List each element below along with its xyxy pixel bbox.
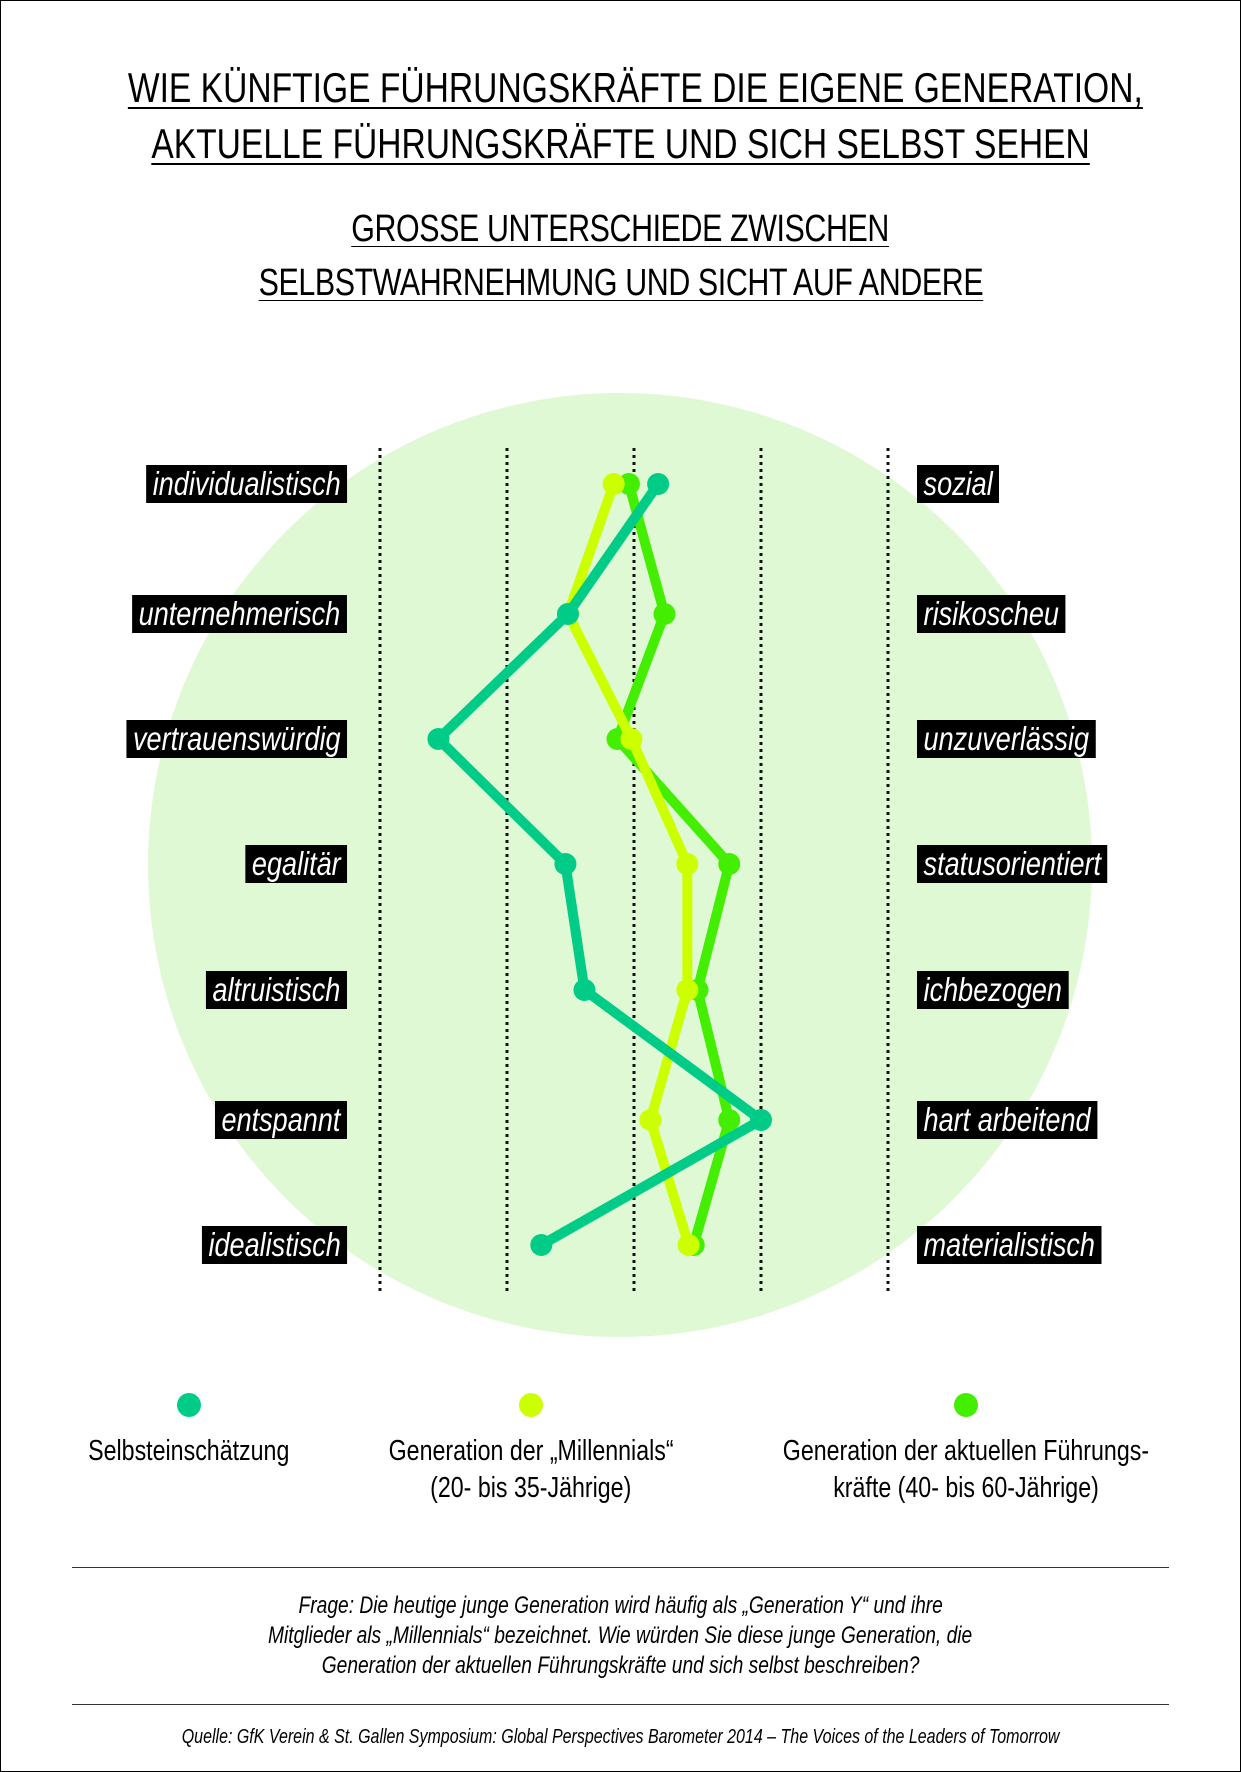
subtitle: GROSSE UNTERSCHIEDE ZWISCHEN	[1, 209, 1240, 249]
left-axis-label: vertrauenswürdig	[126, 720, 347, 758]
legend-item-fuehrung: Generation der aktuellen Führungs- kräft…	[736, 1393, 1196, 1507]
data-point	[602, 473, 625, 495]
data-point	[750, 1109, 772, 1131]
legend-dot	[519, 1393, 543, 1417]
right-axis-label: sozial	[917, 465, 1000, 503]
legend-label-2: kräfte (40- bis 60-Jährige)	[833, 1472, 1099, 1504]
source-text: Quelle: GfK Verein & St. Gallen Symposiu…	[1, 1725, 1240, 1749]
left-axis-label: entspannt	[215, 1101, 347, 1139]
title-row-2: AKTUELLE FÜHRUNGSKRÄFTE UND SICH SELBST …	[1, 123, 1240, 165]
subtitle-line-2: SELBSTWAHRNEHMUNG UND SICHT AUF ANDERE	[258, 262, 983, 304]
series-line	[433, 481, 766, 1250]
left-axis-label: egalitär	[245, 845, 347, 883]
data-point	[573, 979, 596, 1001]
legend-dot	[954, 1393, 978, 1417]
subtitle-line-1: GROSSE UNTERSCHIEDE ZWISCHEN	[351, 208, 890, 250]
data-point	[530, 1234, 553, 1256]
right-axis-label: ichbezogen	[917, 971, 1069, 1009]
right-axis-label: statusorientiert	[917, 845, 1108, 883]
question-line-2: Mitglieder als „Millennials“ bezeichnet.…	[268, 1622, 973, 1649]
legend-item-millennials: Generation der „Millennials“ (20- bis 35…	[301, 1393, 761, 1507]
data-point	[639, 1109, 662, 1131]
legend-label: Generation der aktuellen Führungs-	[782, 1435, 1150, 1467]
legend-dot	[177, 1393, 201, 1417]
series-line	[612, 482, 735, 1247]
data-point	[676, 853, 699, 875]
right-axis-label: hart arbeitend	[917, 1101, 1098, 1139]
subtitle-row-2: SELBSTWAHRNEHMUNG UND SICHT AUF ANDERE	[1, 263, 1240, 303]
series-line	[562, 482, 694, 1247]
legend-item-selbst: Selbsteinschätzung	[1, 1393, 419, 1470]
right-axis-label: materialistisch	[917, 1226, 1102, 1264]
legend-label-2: (20- bis 35-Jährige)	[430, 1472, 632, 1504]
legend-label: Selbsteinschätzung	[88, 1435, 290, 1467]
title: WIE KÜNFTIGE FÜHRUNGSKRÄFTE DIE EIGENE G…	[1, 67, 1240, 109]
left-axis-label: individualistisch	[145, 465, 347, 503]
legend-label: Generation der „Millennials“	[388, 1435, 674, 1467]
data-point	[718, 853, 741, 875]
data-point	[677, 1234, 700, 1256]
question-line-1: Frage: Die heutige junge Generation wird…	[298, 1592, 943, 1619]
data-point	[653, 603, 676, 625]
title-line-1: WIE KÜNFTIGE FÜHRUNGSKRÄFTE DIE EIGENE G…	[127, 64, 1143, 111]
divider	[72, 1567, 1169, 1568]
data-point	[554, 853, 577, 875]
data-point	[556, 603, 579, 625]
question-text: Frage: Die heutige junge Generation wird…	[1, 1591, 1240, 1681]
left-axis-label: idealistisch	[201, 1226, 347, 1264]
profile-chart	[378, 448, 890, 1291]
right-axis-label: risikoscheu	[917, 595, 1066, 633]
data-point	[427, 728, 450, 750]
data-point	[620, 728, 643, 750]
right-axis-label: unzuverlässig	[917, 720, 1096, 758]
data-point	[718, 1109, 741, 1131]
left-axis-label: altruistisch	[206, 971, 347, 1009]
data-point	[617, 473, 640, 495]
left-axis-label: unternehmerisch	[132, 595, 347, 633]
data-point	[676, 979, 699, 1001]
divider	[72, 1704, 1169, 1705]
question-line-3: Generation der aktuellen Führungskräfte …	[321, 1652, 920, 1679]
data-point	[647, 473, 670, 495]
source-line: Quelle: GfK Verein & St. Gallen Symposiu…	[181, 1726, 1060, 1748]
title-line-2: AKTUELLE FÜHRUNGSKRÄFTE UND SICH SELBST …	[151, 120, 1090, 167]
